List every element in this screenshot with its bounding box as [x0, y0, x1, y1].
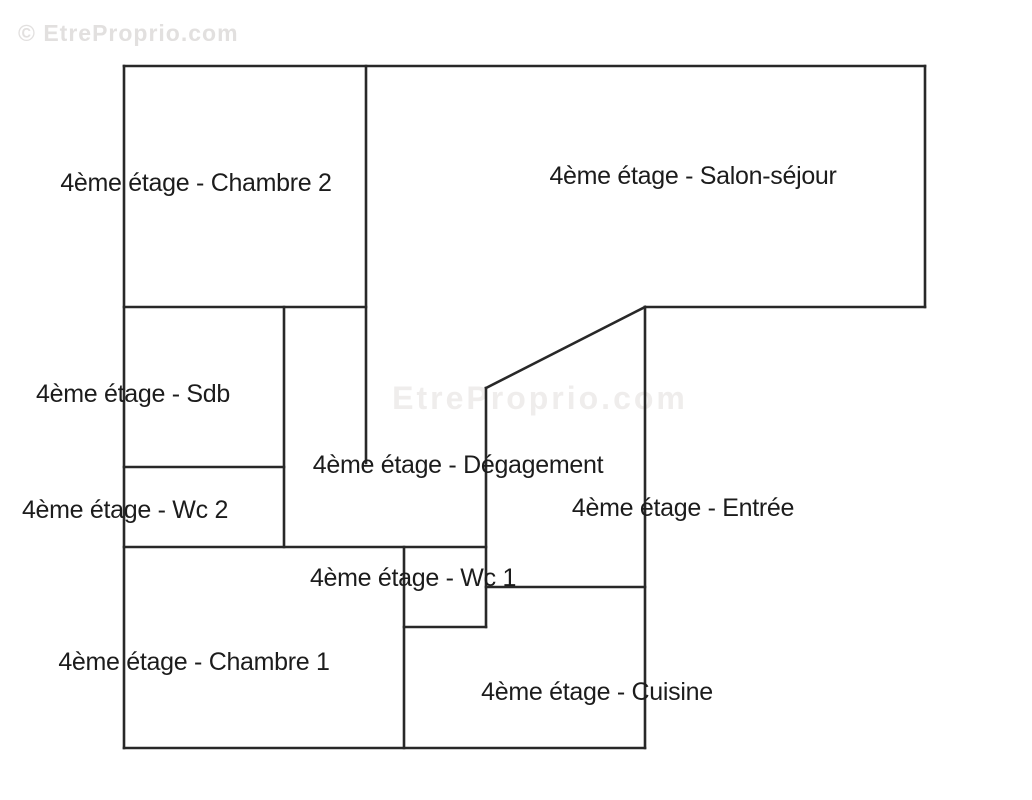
room-label-chambre-1: 4ème étage - Chambre 1 [58, 648, 329, 676]
room-label-cuisine: 4ème étage - Cuisine [481, 678, 713, 706]
room-label-degagement: 4ème étage - Dégagement [313, 451, 604, 479]
room-label-entree: 4ème étage - Entrée [572, 494, 794, 522]
room-label-chambre-2: 4ème étage - Chambre 2 [60, 169, 331, 197]
room-label-wc-1: 4ème étage - Wc 1 [310, 564, 516, 592]
watermark-top-left-text: © EtreProprio.com [18, 20, 239, 46]
room-label-salon-sejour: 4ème étage - Salon-séjour [549, 162, 836, 190]
room-label-wc-2: 4ème étage - Wc 2 [22, 496, 228, 524]
watermark-center-text: EtreProprio.com [392, 380, 688, 416]
wall-diagonal [484, 305, 647, 390]
walls-group [122, 64, 927, 750]
room-label-sdb: 4ème étage - Sdb [36, 380, 230, 408]
room-labels-group: 4ème étage - Chambre 2 4ème étage - Salo… [22, 162, 837, 706]
